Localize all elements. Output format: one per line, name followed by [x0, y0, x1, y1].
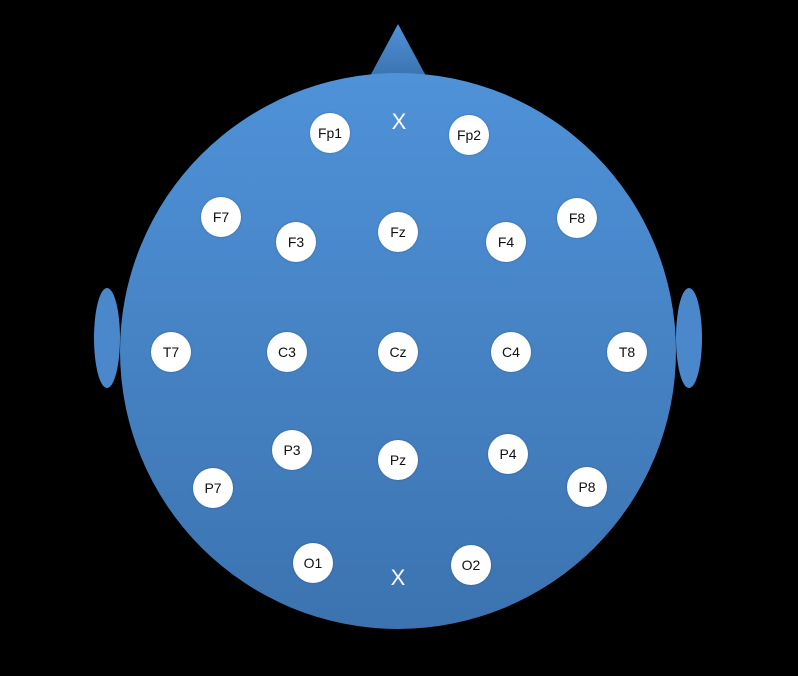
electrode-o2: O2 [451, 545, 491, 585]
electrode-label: T7 [162, 344, 180, 360]
electrode-label: Cz [389, 344, 407, 360]
electrode-label: P3 [283, 442, 301, 458]
electrode-label: F8 [568, 210, 586, 226]
nasion-marker: X [391, 109, 407, 134]
electrode-label: C4 [502, 344, 520, 360]
electrode-label: F4 [497, 234, 515, 250]
inion-marker: X [390, 565, 406, 590]
electrode-cz: Cz [378, 332, 418, 372]
electrode-p4: P4 [488, 434, 528, 474]
electrode-label: F7 [212, 209, 230, 225]
electrode-label: P4 [499, 446, 517, 462]
electrode-label: Fp2 [456, 127, 482, 143]
electrode-fz: Fz [378, 212, 418, 252]
electrode-p7: P7 [193, 468, 233, 508]
electrode-pz: Pz [378, 440, 418, 480]
electrode-f4: F4 [486, 222, 526, 262]
electrode-p8: P8 [567, 467, 607, 507]
electrode-c4: C4 [491, 332, 531, 372]
electrode-label: Fz [390, 224, 406, 240]
electrode-t7: T7 [151, 332, 191, 372]
electrode-o1: O1 [293, 543, 333, 583]
electrode-label: O2 [461, 557, 481, 573]
electrode-t8: T8 [607, 332, 647, 372]
nose [370, 24, 426, 76]
electrode-label: T8 [618, 344, 636, 360]
right-ear [676, 288, 702, 388]
electrode-label: C3 [278, 344, 296, 360]
electrode-label: Pz [389, 452, 407, 468]
electrode-label: P7 [204, 480, 222, 496]
electrode-f3: F3 [276, 222, 316, 262]
electrode-p3: P3 [272, 430, 312, 470]
electrode-label: O1 [303, 555, 323, 571]
electrode-fp1: Fp1 [310, 113, 350, 153]
left-ear [94, 288, 120, 388]
electrode-f7: F7 [201, 197, 241, 237]
electrode-fp2: Fp2 [449, 115, 489, 155]
electrode-label: P8 [578, 479, 596, 495]
electrode-f8: F8 [557, 198, 597, 238]
electrode-label: Fp1 [317, 125, 343, 141]
electrode-c3: C3 [267, 332, 307, 372]
electrode-label: F3 [287, 234, 305, 250]
